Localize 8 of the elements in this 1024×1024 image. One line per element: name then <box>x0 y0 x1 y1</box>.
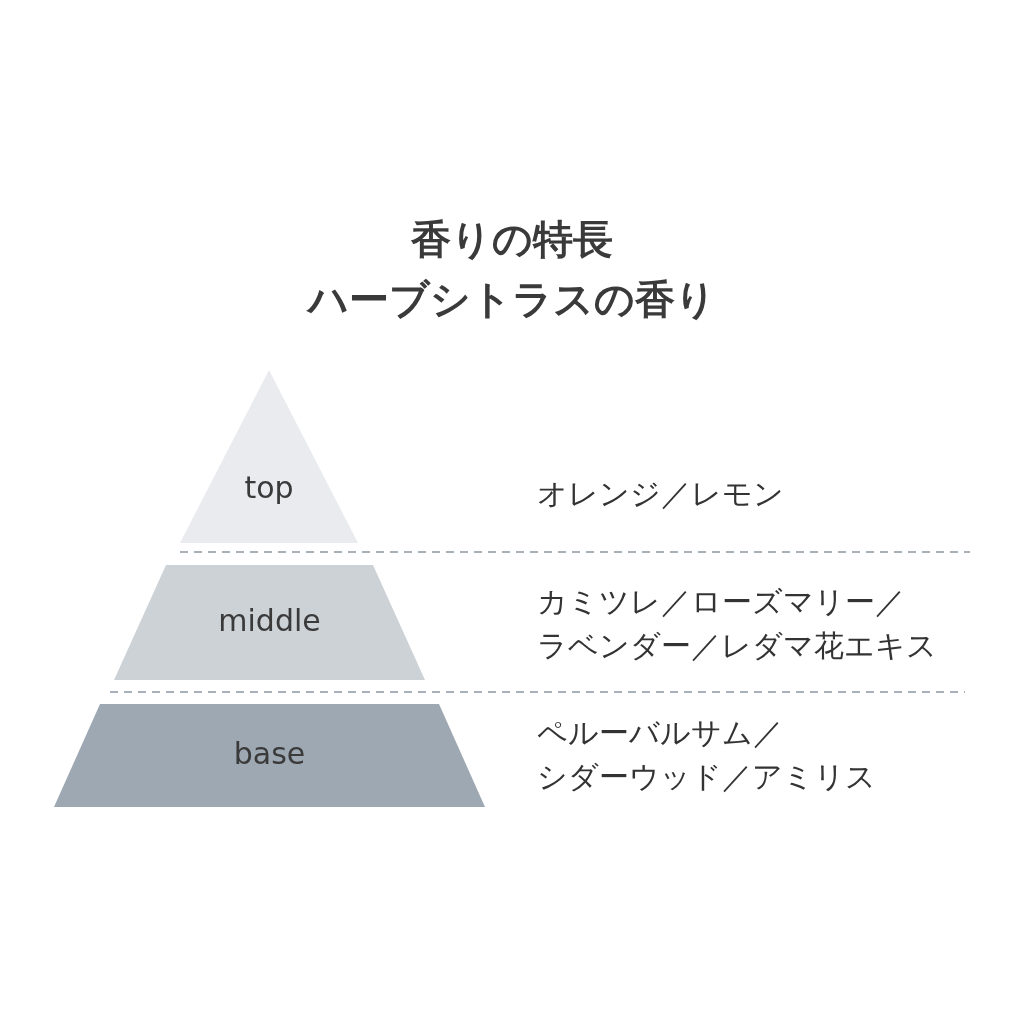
tier-label: middle <box>217 603 322 638</box>
note-text: ペルーバルサム／シダーウッド／アミリス <box>537 714 877 796</box>
note-text: カミツレ／ローズマリー／ラベンダー／レダマ花エキス <box>537 583 938 665</box>
subtitle: ハーブシトラスの香り <box>305 275 717 324</box>
title: 香りの特長 <box>410 215 614 264</box>
note-text: オレンジ／レモン <box>537 475 785 513</box>
tier-label: top <box>243 470 295 505</box>
tier-label: base <box>232 736 307 771</box>
